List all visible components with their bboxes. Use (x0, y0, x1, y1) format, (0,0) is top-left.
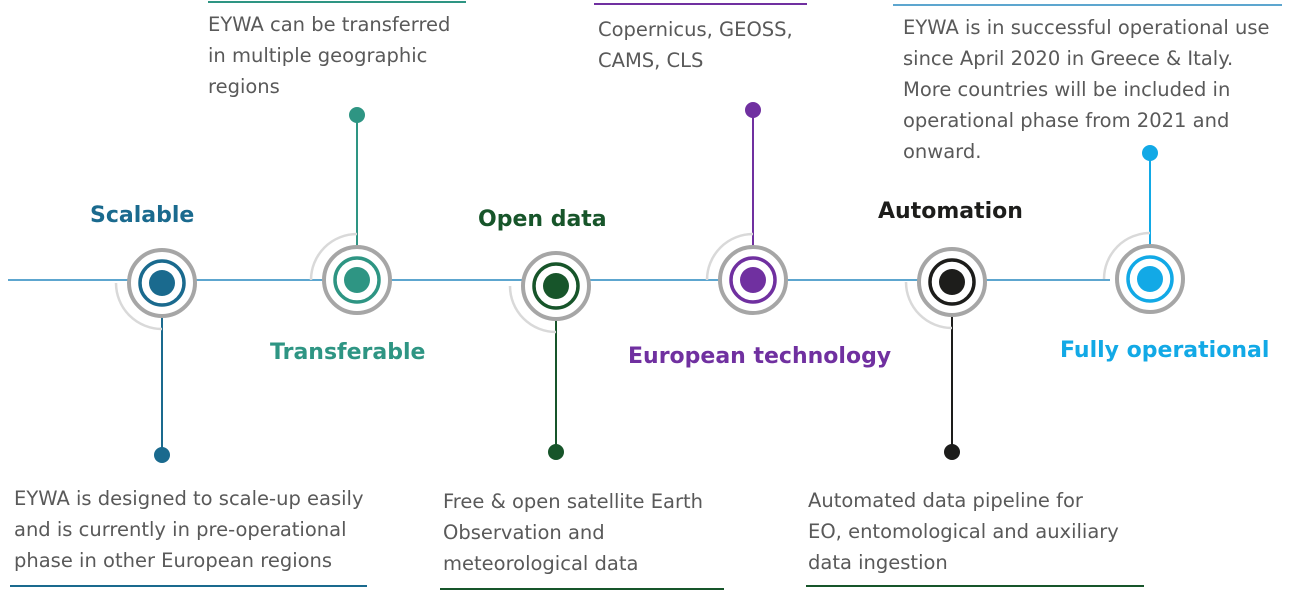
stage-title-open-data: Open data (478, 207, 607, 232)
connector-dot-scalable (154, 447, 170, 463)
connector-dot-transferable (349, 107, 365, 123)
accent-arc-open-data (508, 285, 557, 334)
description-rule-european-technology (594, 3, 807, 5)
center-dot-open-data (543, 273, 569, 299)
description-rule-fully-operational (893, 4, 1282, 6)
stage-description-transferable: EYWA can be transferred in multiple geog… (208, 13, 451, 98)
stage-node-transferable (309, 107, 392, 315)
description-rule-scalable (10, 585, 367, 587)
stage-node-automation (904, 247, 987, 460)
stage-node-european-technology (705, 102, 788, 315)
stage-description-automation: Automated data pipeline for EO, entomolo… (808, 489, 1119, 574)
stage-description-european-technology: Copernicus, GEOSS, CAMS, CLS (598, 18, 793, 72)
stage-description-fully-operational: EYWA is in successful operational use si… (903, 16, 1270, 163)
stage-title-automation: Automation (878, 199, 1023, 224)
description-rule-open-data (440, 588, 724, 590)
stage-title-scalable: Scalable (90, 203, 195, 228)
connector-dot-european-technology (745, 102, 761, 118)
center-dot-fully-operational (1137, 266, 1163, 292)
center-dot-transferable (344, 267, 370, 293)
accent-arc-european-technology (705, 232, 754, 281)
accent-arc-automation (904, 281, 953, 330)
stage-description-open-data: Free & open satellite Earth Observation … (443, 490, 703, 575)
connector-dot-open-data (548, 444, 564, 460)
description-rule-automation (806, 585, 1144, 587)
stage-description-scalable: EYWA is designed to scale-up easily and … (14, 487, 364, 572)
connector-dot-automation (944, 444, 960, 460)
connector-dot-fully-operational (1142, 145, 1158, 161)
accent-arc-transferable (309, 232, 358, 281)
stage-title-transferable: Transferable (270, 340, 426, 365)
stage-node-fully-operational (1102, 145, 1185, 314)
center-dot-scalable (149, 270, 175, 296)
stage-title-european-technology: European technology (628, 344, 892, 369)
center-dot-automation (939, 269, 965, 295)
center-dot-european-technology (740, 267, 766, 293)
stage-node-open-data (508, 251, 591, 460)
accent-arc-scalable (114, 282, 163, 331)
stage-node-scalable (114, 248, 197, 463)
accent-arc-fully-operational (1102, 231, 1151, 280)
stage-title-fully-operational: Fully operational (1060, 338, 1270, 363)
description-rule-transferable (208, 1, 466, 3)
